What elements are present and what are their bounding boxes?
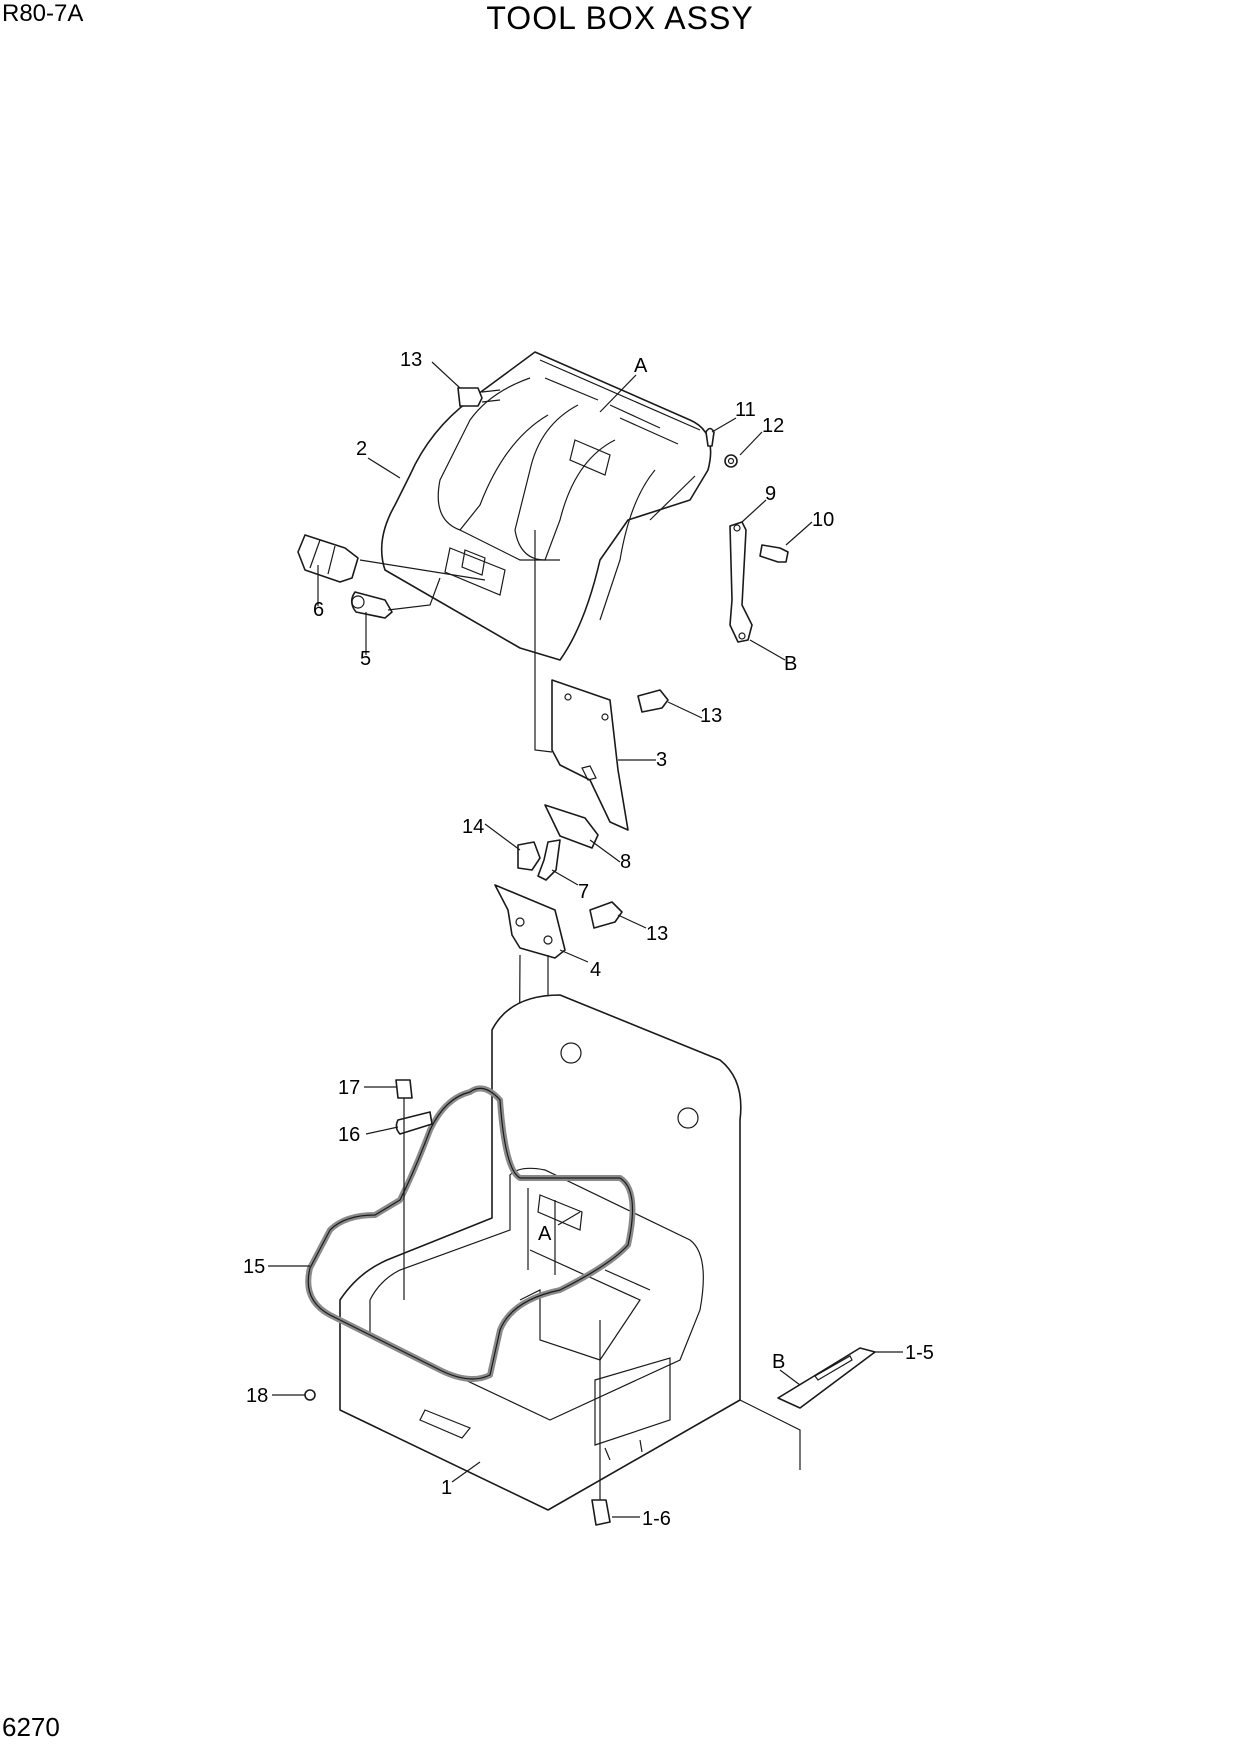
cover-part [380,351,712,661]
callout-8: 8 [620,851,631,873]
callout-3: 3 [656,749,667,771]
bracket-plate-part [551,679,629,831]
striker-part [544,804,599,849]
callout-A-top: A [634,355,648,377]
lock-part [350,591,393,619]
callout-15: 15 [243,1256,265,1278]
callout-B-lower: B [772,1351,785,1373]
callout-16: 16 [338,1124,360,1146]
callout-5: 5 [360,648,371,670]
callout-13c: 13 [646,923,668,945]
callout-2: 2 [356,438,367,460]
lower-bracket-part [494,884,566,959]
callout-1: 1 [441,1477,452,1499]
callout-B-right: B [784,653,797,675]
model-label: R80-7A [2,0,84,27]
pad-16-part [395,1111,433,1135]
bolt-17-part [395,1079,413,1300]
bolt-13-top [457,387,501,407]
callout-11: 11 [735,399,756,421]
bolt-13-low [589,901,623,929]
link-part [729,521,753,643]
washer-part [724,454,738,468]
callout-1-5: 1-5 [905,1342,934,1364]
callout-17: 17 [338,1077,360,1099]
callout-A-lower: A [538,1223,552,1245]
bolt-13-mid [637,689,669,713]
pin-part [705,427,715,447]
nut-18-part [304,1389,316,1401]
callout-7: 7 [578,881,589,903]
latch-plate-part [777,1347,876,1409]
callout-18: 18 [246,1385,268,1407]
callout-4: 4 [590,959,601,981]
handle-part [297,534,359,583]
bolt-part [759,544,789,563]
box-body-part [339,994,742,1511]
callout-13b: 13 [700,705,722,727]
bolt-14-part [517,841,541,871]
callout-13a: 13 [400,349,422,371]
page-title: TOOL BOX ASSY [486,0,754,36]
callout-9: 9 [765,483,776,505]
callout-12: 12 [762,415,784,437]
bolt-1-6-part [591,1320,611,1526]
page-number: 6270 [2,1712,60,1742]
callout-6: 6 [313,599,324,621]
pin-7-part [537,839,561,881]
callout-10: 10 [812,509,834,531]
callout-14: 14 [462,816,484,838]
callout-1-6: 1-6 [642,1508,671,1530]
